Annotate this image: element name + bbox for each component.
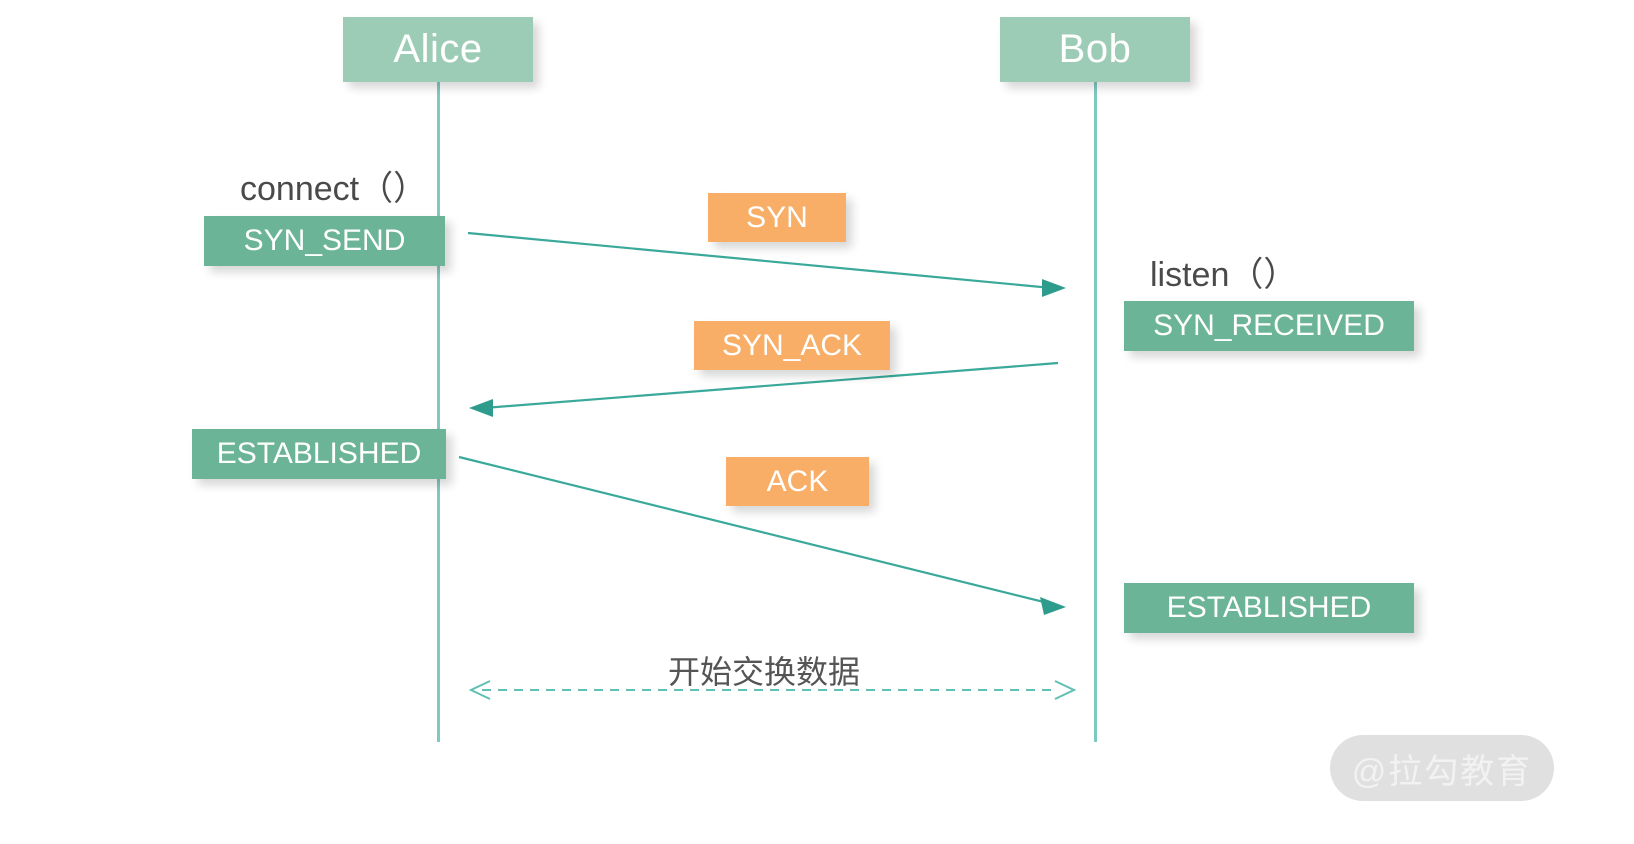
state-box-established-bob[interactable]: ESTABLISHED [1124, 583, 1414, 633]
message-box-ack[interactable]: ACK [726, 457, 869, 506]
listen-call-label: listen（） [1150, 256, 1298, 294]
participant-header-alice[interactable]: Alice [343, 17, 533, 82]
arrow-syn-ack [469, 361, 1059, 417]
message-box-syn[interactable]: SYN [708, 193, 846, 242]
state-box-syn-send[interactable]: SYN_SEND [204, 216, 445, 266]
state-label-syn-send: SYN_SEND [243, 224, 406, 257]
connect-call-label: connect（） [240, 170, 428, 208]
participant-header-bob[interactable]: Bob [1000, 17, 1190, 82]
lifeline-bob [1094, 82, 1097, 742]
exchange-data-label: 开始交换数据 [668, 654, 861, 690]
state-label-established-alice: ESTABLISHED [216, 437, 422, 470]
state-box-syn-received[interactable]: SYN_RECEIVED [1124, 301, 1414, 351]
arrow-syn [467, 231, 1066, 297]
participant-label-bob: Bob [1058, 27, 1132, 71]
watermark-badge: @拉勾教育 [1330, 735, 1554, 801]
message-label-ack: ACK [766, 464, 829, 498]
state-label-established-bob: ESTABLISHED [1166, 591, 1372, 624]
state-label-syn-received: SYN_RECEIVED [1153, 309, 1385, 342]
participant-label-alice: Alice [393, 27, 483, 71]
lifeline-alice [437, 82, 440, 742]
state-box-established-alice[interactable]: ESTABLISHED [192, 429, 446, 479]
message-label-syn-ack: SYN_ACK [721, 328, 863, 362]
message-box-syn-ack[interactable]: SYN_ACK [694, 321, 890, 370]
message-label-syn: SYN [746, 200, 808, 234]
watermark-label: @拉勾教育 [1351, 752, 1533, 791]
